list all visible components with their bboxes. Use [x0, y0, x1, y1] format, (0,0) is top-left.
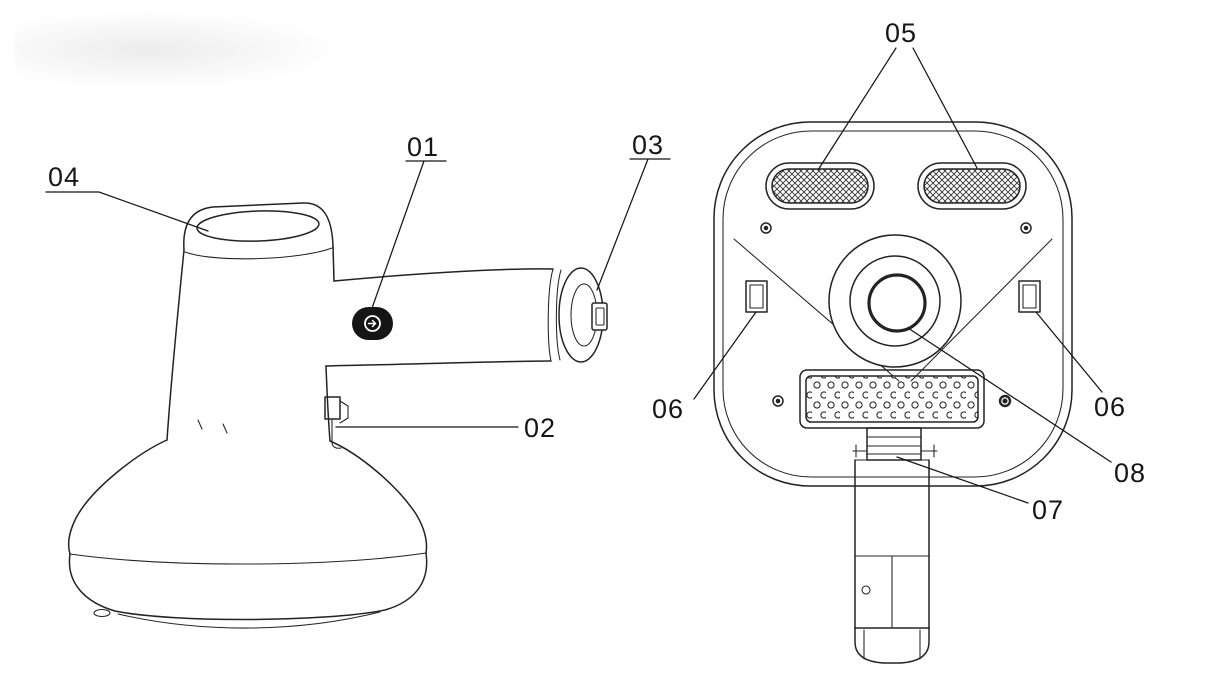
leader-08 [907, 327, 1112, 463]
side-clip [324, 396, 349, 449]
callout-02-label: 02 [524, 413, 556, 443]
side-bracket-left [745, 280, 768, 313]
callout-07-label: 07 [1032, 495, 1064, 525]
side-bracket-right [1018, 280, 1041, 313]
speaker-grille-left [765, 162, 875, 210]
leader-07 [896, 456, 1029, 504]
callout-06-left-label: 06 [652, 394, 684, 424]
base-bell [67, 439, 428, 629]
leader-03 [596, 158, 671, 291]
bottom-view-figure [713, 121, 1073, 664]
leader-05-right [912, 47, 978, 169]
callout-05-label: 05 [885, 18, 917, 48]
handle-arm [325, 267, 608, 367]
leader-01 [370, 160, 447, 312]
callout-06-right-label: 06 [1094, 392, 1126, 422]
camera-lens [828, 234, 962, 368]
power-button-icon [364, 315, 381, 332]
stem-cylinder [854, 459, 930, 664]
leader-06-left [693, 311, 757, 400]
callout-01-label: 01 [407, 132, 439, 162]
callout-04-label: 04 [48, 162, 80, 192]
device-body [166, 245, 335, 442]
top-cap [183, 202, 334, 260]
power-button [352, 307, 393, 340]
side-view-figure [67, 202, 608, 629]
leader-06-right [1035, 311, 1103, 393]
leader-05-left [817, 47, 897, 171]
charging-port [591, 302, 608, 331]
callout-08-label: 08 [1114, 458, 1146, 488]
speaker-grille-right [917, 162, 1027, 210]
vent-plate [799, 369, 985, 429]
callout-03-label: 03 [632, 130, 664, 160]
stem-connector [852, 427, 938, 461]
screws [760, 222, 1032, 408]
leader-04 [45, 191, 209, 232]
callouts: 04 01 03 02 05 06 06 08 07 [45, 18, 1146, 525]
faceplate-outline [713, 121, 1073, 487]
